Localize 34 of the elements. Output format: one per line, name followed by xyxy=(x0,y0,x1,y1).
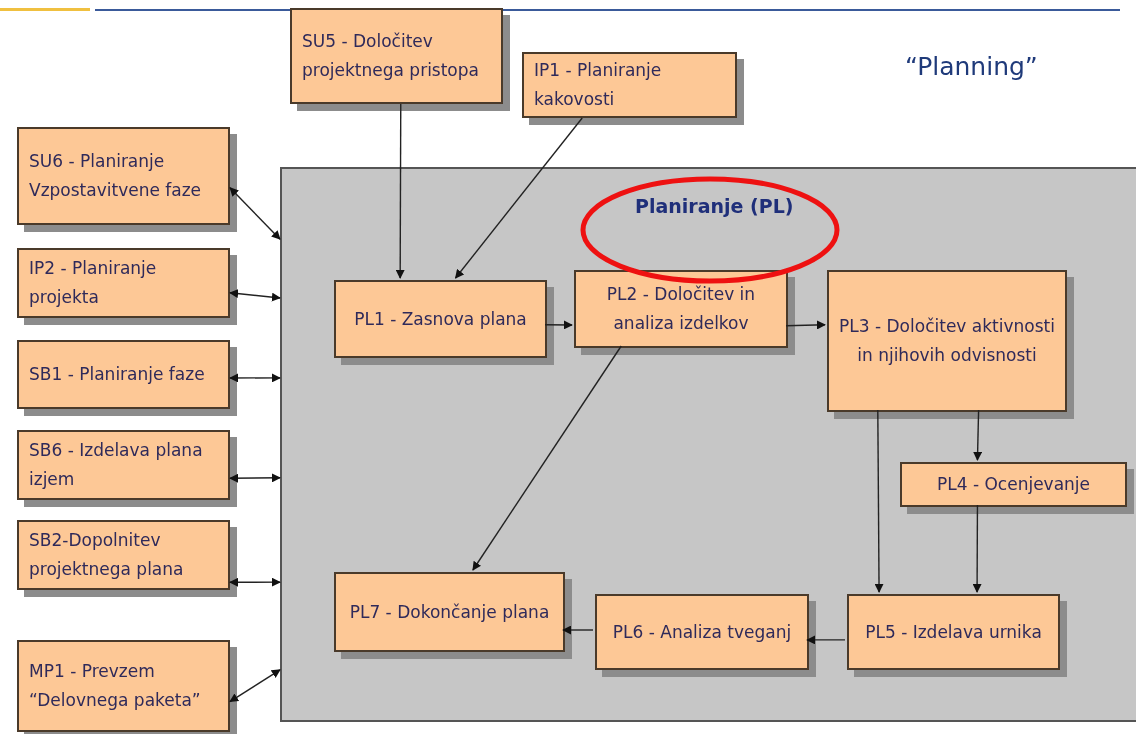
arrow xyxy=(229,373,281,383)
arrow xyxy=(229,473,281,483)
arrow xyxy=(229,669,281,703)
box-label: SB1 - Planiranje faze xyxy=(29,363,205,386)
box-label: PL7 - Dokončanje plana xyxy=(349,600,550,624)
arrow xyxy=(806,635,846,645)
box-label: PL4 - Ocenjevanje xyxy=(936,473,1091,496)
box-label: SB2-Dopolnitev projektnega plana xyxy=(29,529,185,581)
arrow xyxy=(229,577,281,587)
arrow xyxy=(874,409,884,593)
arrow xyxy=(395,103,405,279)
arrow xyxy=(229,289,281,302)
box-label: IP2 - Planiranje projekta xyxy=(29,257,158,309)
box-label: PL6 - Analiza tveganj xyxy=(612,620,792,644)
arrow xyxy=(562,625,594,635)
box-label: MP1 - Prevzem “Delovnega paketa” xyxy=(29,660,202,712)
arrow xyxy=(973,409,983,461)
box-label: SU5 - Določitev projektnega pristopa xyxy=(302,30,480,82)
group-panel xyxy=(280,167,1136,722)
arrow xyxy=(972,504,982,593)
box-label: PL3 - Določitev aktivnosti in njihovih odvisnosti xyxy=(839,315,1055,367)
arrow xyxy=(785,320,826,330)
box-label: PL1 - Zasnova plana xyxy=(354,307,527,331)
box-label: PL5 - Izdelava urnika xyxy=(865,620,1042,644)
arrow xyxy=(229,187,281,240)
arrow xyxy=(454,117,583,279)
arrow xyxy=(544,320,573,330)
box-label: SB6 - Izdelava plana izjem xyxy=(29,439,204,491)
box-label: PL2 - Določitev in analiza izdelkov xyxy=(605,283,757,335)
box-label: SU6 - Planiranje Vzpostavitvene faze xyxy=(29,150,203,202)
title: “Planning” xyxy=(905,52,1038,81)
arrow xyxy=(472,345,622,571)
box-label: IP1 - Planiranje kakovosti xyxy=(534,59,663,111)
group-heading: Planiranje (PL) xyxy=(635,195,794,217)
